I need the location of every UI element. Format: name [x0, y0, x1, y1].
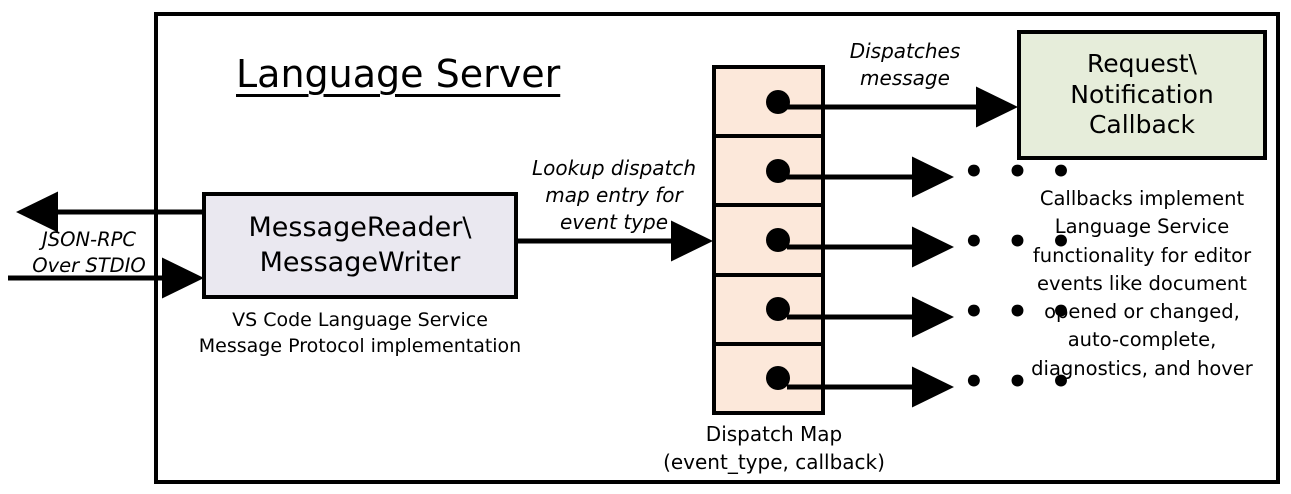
callback-pointer-dot-icon [766, 158, 790, 183]
dispatch-map-row[interactable] [716, 138, 821, 208]
callback-pointer-dot-icon [766, 366, 790, 391]
dispatches-message-label: Dispatches message [849, 39, 961, 90]
dispatch-map-row[interactable] [716, 69, 821, 139]
dispatch-map-caption: Dispatch Map (event_type, callback) [663, 422, 885, 474]
dispatch-map-table[interactable] [712, 65, 825, 415]
ellipsis-row-2: • • • [963, 152, 1077, 192]
language-server-boundary [154, 12, 1280, 484]
ellipsis-row-5: • • • [963, 362, 1077, 402]
ellipsis-row-4: • • • [963, 292, 1077, 332]
dispatch-map-row[interactable] [716, 346, 821, 411]
message-reader-writer-label: MessageReader\ MessageWriter [248, 212, 472, 278]
request-notification-callback-box[interactable]: Request\ Notification Callback [1017, 30, 1267, 160]
dispatch-map-row[interactable] [716, 277, 821, 346]
callback-pointer-dot-icon [766, 89, 790, 114]
message-reader-writer-caption: VS Code Language Service Message Protoco… [198, 309, 522, 358]
callback-pointer-dot-icon [766, 297, 790, 322]
page-title: Language Server [236, 52, 561, 96]
dispatch-map-row[interactable] [716, 207, 821, 277]
lookup-dispatch-label: Lookup dispatch map entry for event type [531, 156, 697, 234]
ellipsis-row-3: • • • [963, 222, 1077, 262]
transport-label: JSON-RPC Over STDIO [32, 228, 146, 278]
callback-pointer-dot-icon [766, 228, 790, 252]
callback-description-caption: Callbacks implement Language Service fun… [1031, 187, 1253, 380]
request-notification-callback-label: Request\ Notification Callback [1070, 49, 1214, 140]
message-reader-writer-box[interactable]: MessageReader\ MessageWriter [202, 192, 518, 299]
